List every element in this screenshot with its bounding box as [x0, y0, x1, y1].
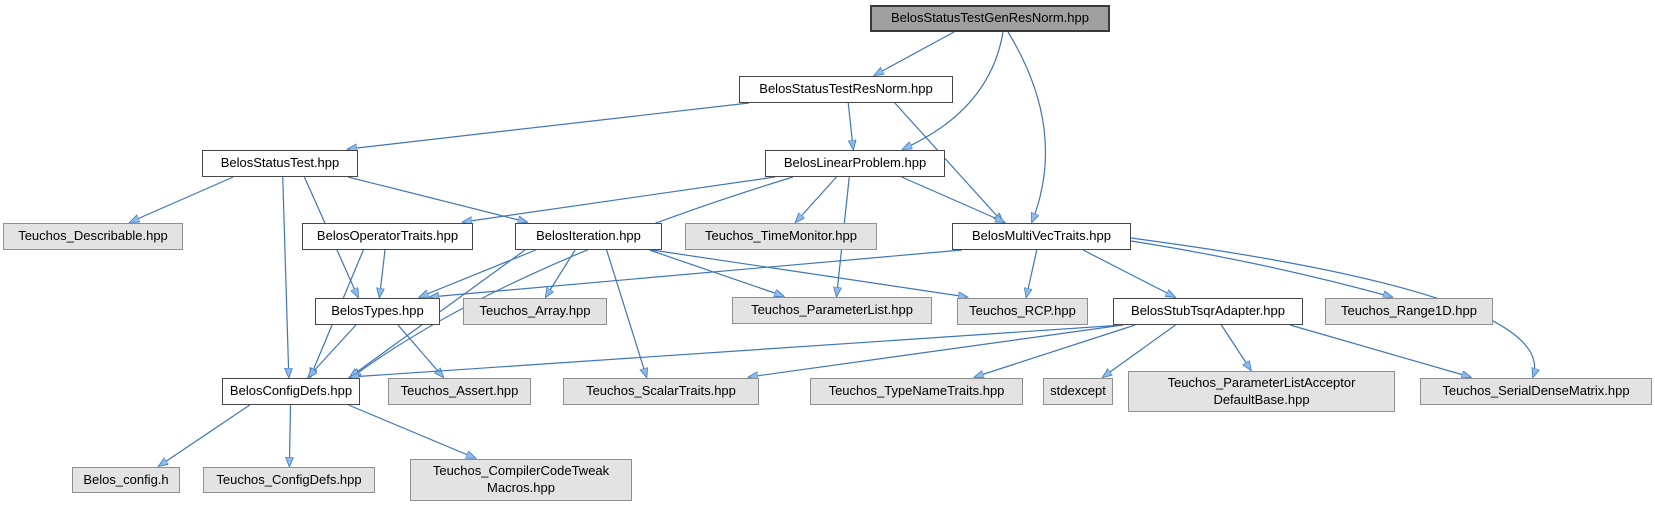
edge-statustest-configdefs	[282, 176, 289, 377]
node-scalartraits: Teuchos_ScalarTraits.hpp	[563, 378, 759, 405]
edge-operatortraits-types	[380, 249, 386, 297]
edge-multivec-types	[430, 249, 963, 297]
node-multivec[interactable]: BelosMultiVecTraits.hpp	[952, 223, 1131, 250]
edge-types-configdefs	[308, 324, 357, 377]
node-serialdense: Teuchos_SerialDenseMatrix.hpp	[1420, 378, 1652, 405]
edge-linearproblem-multivec	[901, 176, 1005, 222]
edge-stubtsqr-configdefs	[350, 324, 1124, 377]
edge-gen-multivec	[1007, 31, 1047, 222]
node-types[interactable]: BelosTypes.hpp	[315, 298, 440, 325]
node-stubtsqr[interactable]: BelosStubTsqrAdapter.hpp	[1113, 298, 1303, 325]
edge-resnorm-linearproblem	[848, 102, 853, 149]
node-paramlist: Teuchos_ParameterList.hpp	[732, 297, 932, 324]
node-statustest[interactable]: BelosStatusTest.hpp	[202, 150, 358, 177]
node-teuchosconfigdefs: Teuchos_ConfigDefs.hpp	[203, 467, 375, 493]
node-resnorm[interactable]: BelosStatusTestResNorm.hpp	[739, 76, 953, 103]
edge-resnorm-multivec	[894, 102, 1003, 222]
edge-iteration-scalartraits	[606, 249, 647, 377]
edge-multivec-range1d	[1130, 240, 1392, 297]
node-belosconfig: Belos_config.h	[72, 467, 180, 493]
node-configdefs[interactable]: BelosConfigDefs.hpp	[222, 378, 360, 405]
edge-linearproblem-configdefs	[352, 176, 794, 377]
node-operatortraits[interactable]: BelosOperatorTraits.hpp	[302, 223, 473, 250]
edge-resnorm-statustest	[348, 102, 750, 149]
node-rcp: Teuchos_RCP.hpp	[957, 298, 1088, 325]
node-range1d: Teuchos_Range1D.hpp	[1325, 298, 1493, 325]
node-compilertweak: Teuchos_CompilerCodeTweak Macros.hpp	[410, 459, 632, 501]
node-describable: Teuchos_Describable.hpp	[3, 223, 183, 250]
edge-gen-resnorm	[875, 31, 955, 75]
node-stdexcept: stdexcept	[1043, 378, 1113, 405]
edge-stubtsqr-typename	[975, 324, 1136, 377]
node-iteration[interactable]: BelosIteration.hpp	[515, 223, 662, 250]
edge-configdefs-compilertweak	[348, 404, 476, 458]
node-placceptor: Teuchos_ParameterListAcceptor DefaultBas…	[1128, 371, 1395, 412]
edge-statustest-describable	[130, 176, 234, 222]
edge-multivec-rcp	[1026, 249, 1038, 297]
edge-iteration-array	[546, 249, 576, 297]
edge-statustest-iteration	[347, 176, 527, 222]
edge-iteration-rcp	[651, 249, 967, 297]
edge-iteration-paramlist	[649, 249, 783, 296]
edge-configdefs-belosconfig	[159, 404, 251, 466]
edge-stubtsqr-scalartraits	[749, 324, 1124, 377]
edge-configdefs-teuchosconfigdefs	[289, 404, 290, 466]
node-typename: Teuchos_TypeNameTraits.hpp	[810, 378, 1023, 405]
edge-gen-linearproblem	[903, 31, 1004, 149]
edge-multivec-stubtsqr	[1082, 249, 1175, 297]
edge-types-assert	[397, 324, 443, 377]
edge-linearproblem-operatortraits	[463, 176, 776, 222]
edge-stubtsqr-stdexcept	[1103, 324, 1176, 377]
edge-iteration-types	[420, 249, 536, 297]
node-gen: BelosStatusTestGenResNorm.hpp	[870, 5, 1110, 32]
node-linearproblem[interactable]: BelosLinearProblem.hpp	[765, 150, 945, 177]
edge-linearproblem-timemonitor	[796, 176, 837, 222]
edge-stubtsqr-placceptor	[1220, 324, 1250, 370]
edge-stubtsqr-serialdense	[1289, 324, 1470, 377]
node-timemonitor: Teuchos_TimeMonitor.hpp	[685, 223, 877, 250]
node-assert: Teuchos_Assert.hpp	[388, 378, 531, 405]
node-array: Teuchos_Array.hpp	[463, 298, 607, 325]
